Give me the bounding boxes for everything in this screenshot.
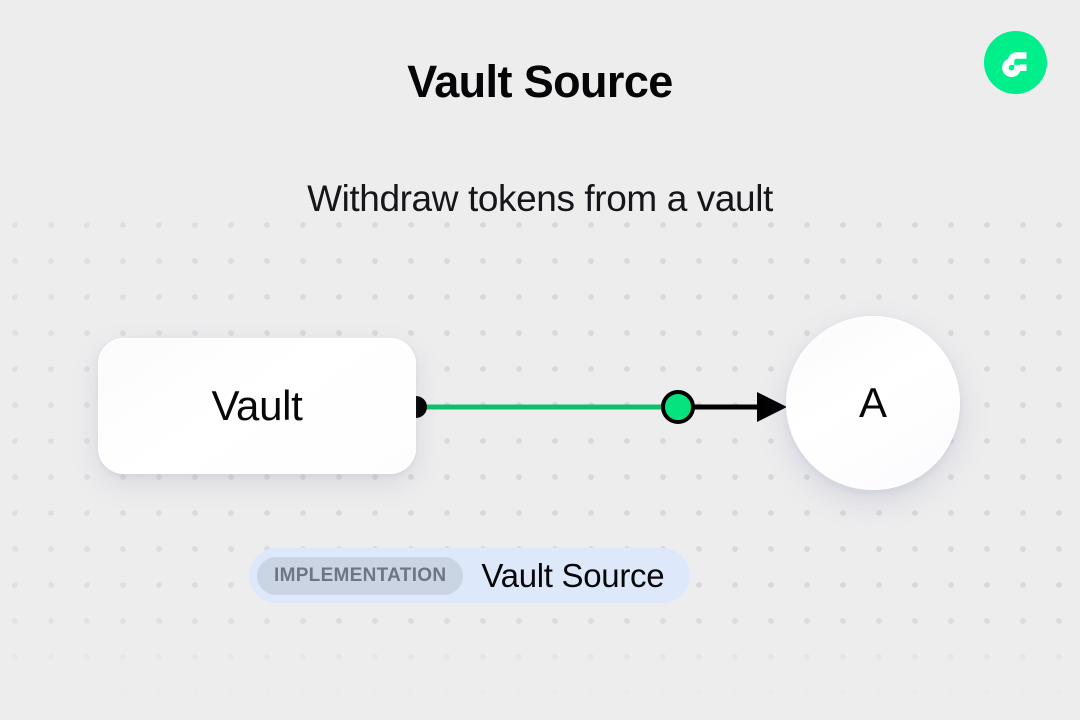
implementation-name: Vault Source	[481, 556, 665, 594]
page-subtitle: Withdraw tokens from a vault	[307, 178, 773, 219]
flow-logo-icon	[984, 31, 1047, 94]
background-bottom-fade	[0, 610, 1080, 720]
arrow-head-icon	[757, 392, 787, 422]
implementation-badge[interactable]: IMPLEMENTATION Vault Source	[249, 548, 691, 603]
node-vault[interactable]: Vault	[98, 338, 416, 474]
node-a[interactable]: A	[786, 316, 960, 490]
implementation-tag: IMPLEMENTATION	[257, 556, 464, 595]
node-vault-label: Vault	[211, 382, 303, 429]
node-a-label: A	[858, 379, 887, 426]
edge-handle-dot[interactable]	[661, 390, 695, 424]
page-title: Vault Source	[407, 56, 673, 107]
